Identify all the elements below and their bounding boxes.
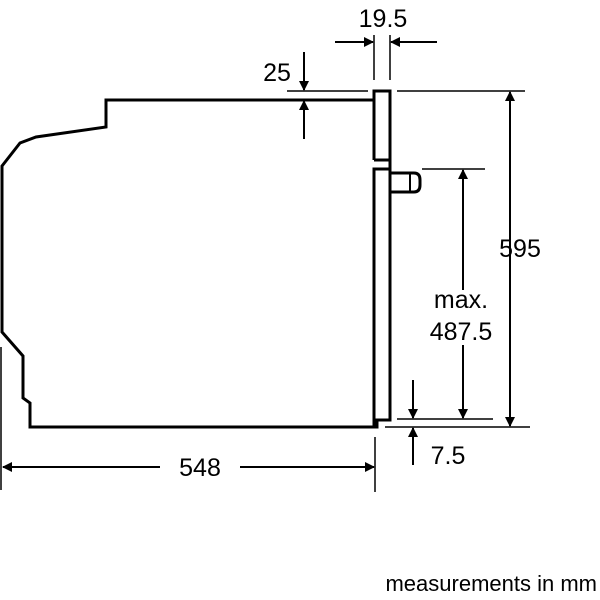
oven-door	[372, 89, 392, 429]
door-handle	[391, 171, 422, 194]
label-max-height: 487.5	[430, 318, 493, 346]
label-depth: 548	[179, 454, 221, 482]
label-total-height: 595	[499, 235, 541, 263]
label-max: max.	[434, 286, 488, 314]
label-front-thickness: 19.5	[359, 5, 408, 33]
label-top-offset: 25	[263, 59, 291, 87]
extension-lines	[0, 35, 530, 492]
dimension-arrows	[2, 37, 515, 472]
label-bottom-offset: 7.5	[431, 442, 466, 470]
footnote-units: measurements in mm	[385, 571, 597, 596]
oven-body-outline	[0, 98, 374, 429]
